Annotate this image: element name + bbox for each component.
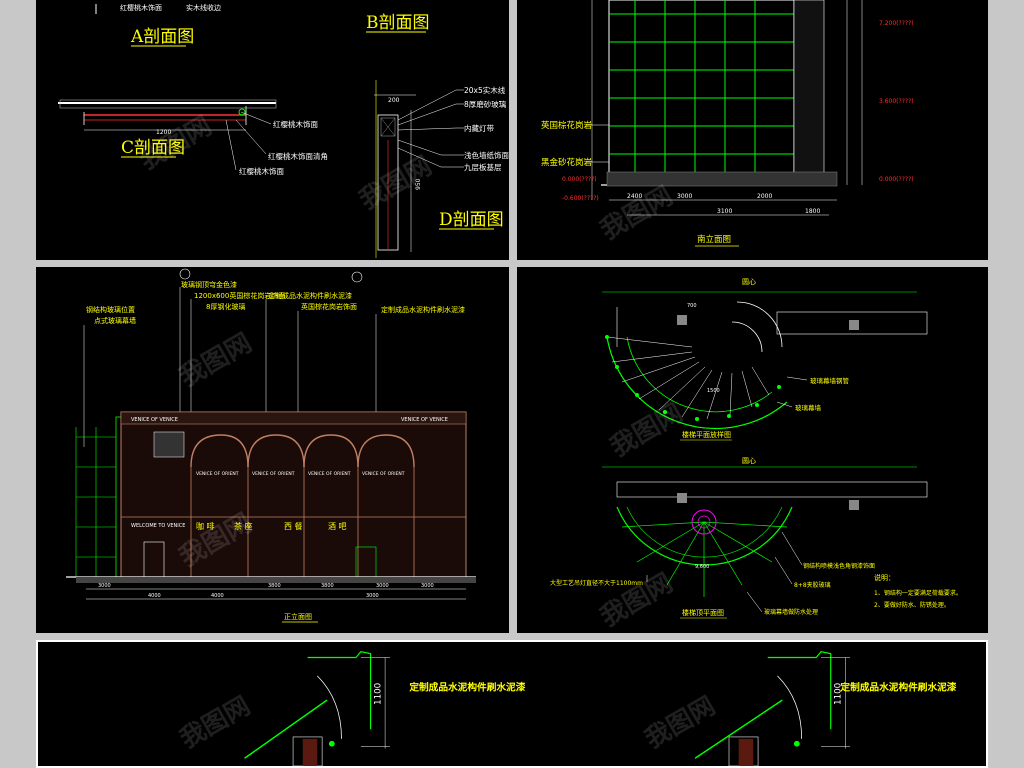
sections-drawing: 红樱桃木饰面 实木线收边 A剖面图 B剖面图 1200 C剖面图 红樱桃木饰面 … [58, 3, 509, 258]
dim: 2400 [627, 193, 642, 200]
shop-sign-western: 西 餐 [284, 522, 303, 531]
section-c-title: C剖面图 [121, 138, 185, 158]
dim: 3800 [268, 583, 281, 589]
label-center-2: 圆心 [742, 457, 756, 465]
dim: 2000 [757, 193, 772, 200]
dim-9600: 9,600 [695, 564, 709, 570]
dim: 3000 [421, 583, 434, 589]
level-minus-600: -0.600(????) [562, 195, 599, 202]
sign-left: VENICE OF VENICE [131, 417, 178, 423]
section-d-title: D剖面图 [439, 210, 504, 230]
note-frosted-glass: 8厚磨砂玻璃 [464, 99, 507, 109]
note-top-cherry: 红樱桃木饰面 [120, 3, 162, 12]
dim: 3100 [717, 208, 732, 215]
note-steel-glass: 钢结构玻璃位置 [86, 305, 135, 314]
dim-1100-left: 1100 [373, 683, 383, 705]
panel-south-elevation: 2400 3000 2000 3100 1800 英国棕花岗岩 黑金砂花岗岩 7… [517, 0, 988, 260]
note-cherry-corner: 红樱桃木饰面清角 [268, 151, 328, 161]
explain-2: 2、要做好防水、防锈处理。 [874, 601, 950, 609]
dim-1100-right: 1100 [833, 683, 843, 705]
note-waterproof: 玻璃幕墙做防水处理 [764, 608, 818, 616]
note-glass-curtain: 玻璃幕墙 [795, 403, 822, 412]
dim: 4000 [211, 593, 224, 599]
note-top-wood-edge: 实木线收边 [186, 3, 221, 12]
arch-sign: VENICE OF ORIENT [252, 471, 295, 477]
note-cement-part-1: 定制成品水泥构件刷水泥漆 [268, 291, 352, 300]
dim: 3800 [321, 583, 334, 589]
note-ply-board: 九层板基层 [464, 162, 502, 172]
note-glass-pipe: 玻璃幕墙钢管 [810, 376, 850, 385]
note-chandelier: 大型工艺吊灯直径不大于1100mm [550, 579, 643, 587]
watermark: 我图网 [596, 568, 679, 633]
note-granite-facade: 英国棕花岗岩饰面 [301, 302, 357, 311]
shop-sign-bar: 酒 吧 [328, 522, 347, 531]
shop-sign-tea: 茶 座 [234, 521, 253, 531]
level-7200: 7.200(????) [879, 20, 914, 27]
dim-1500: 1500 [707, 388, 720, 394]
shop-sign-coffee: 咖 啡 [196, 521, 215, 531]
note-steel-paint: 钢结构喷模浅色角钢漆饰面 [803, 562, 875, 570]
watermark: 我图网 [640, 691, 720, 754]
south-elevation-title: 南立面图 [697, 234, 731, 245]
note-cement-part-2: 定制成品水泥构件刷水泥漆 [381, 305, 465, 314]
welcome-sign: WELCOME TO VENICE [131, 523, 185, 529]
watermark: 我图网 [596, 181, 679, 246]
sign-right: VENICE OF VENICE [401, 417, 448, 423]
watermark: 我图网 [135, 111, 218, 176]
dim: 3000 [677, 193, 692, 200]
label-center-1: 圆心 [742, 278, 756, 286]
arch-sign: VENICE OF ORIENT [308, 471, 351, 477]
note-cherry-1: 红樱桃木饰面 [273, 119, 318, 129]
dim-200: 200 [388, 97, 400, 104]
watermark: 我图网 [175, 691, 255, 754]
note-hidden-light: 内藏灯带 [464, 123, 494, 133]
panel-sections-abcd: 红樱桃木饰面 实木线收边 A剖面图 B剖面图 1200 C剖面图 红樱桃木饰面 … [36, 0, 509, 260]
front-elevation-title: 正立面图 [284, 612, 312, 621]
note-point-glass-wall: 点式玻璃幕墙 [94, 316, 136, 325]
note-granite-1200x600: 1200x600英国棕花岗岩饰面 [194, 291, 285, 300]
panel-bottom-details: 1100 定制成品水泥构件刷水泥漆 1100 定制成品水泥构件刷水泥漆 我图网 … [36, 640, 988, 768]
dim-700: 700 [687, 303, 697, 309]
panel-front-elevation: 玻璃钢顶穹金色漆 1200x600英国棕花岗岩饰面 8厚钢化玻璃 定制成品水泥构… [36, 267, 509, 633]
note-cement-left: 定制成品水泥构件刷水泥漆 [409, 680, 525, 693]
stair-plans-drawing: 圆心 玻璃幕墙钢管 玻璃幕墙 700 1500 楼梯平面放样图 圆心 钢结构喷模… [550, 278, 962, 633]
note-cement-right: 定制成品水泥构件刷水泥漆 [840, 680, 956, 693]
south-elevation-drawing: 2400 3000 2000 3100 1800 英国棕花岗岩 黑金砂花岗岩 7… [541, 0, 914, 247]
dim: 3000 [376, 583, 389, 589]
level-3600: 3.600(????) [879, 98, 914, 105]
watermark: 我图网 [355, 151, 438, 216]
note-cherry-2: 红樱桃木饰面 [239, 166, 284, 176]
stair-plan-title: 楼梯平面放样图 [682, 430, 731, 439]
note-tempered-glass: 8厚钢化玻璃 [206, 302, 245, 311]
level-0000-left: 0.000(????) [562, 176, 597, 183]
bottom-details-drawing: 1100 定制成品水泥构件刷水泥漆 1100 定制成品水泥构件刷水泥漆 我图网 … [175, 651, 957, 766]
explain-1: 1、钢结构一定要满足荷载要求。 [874, 589, 962, 597]
dim: 3000 [366, 593, 379, 599]
section-a-title: A剖面图 [130, 27, 194, 47]
note-wallpaper: 浅色墙纸饰面 [464, 150, 509, 160]
watermark: 我图网 [606, 398, 689, 463]
label-black-gold-granite: 黑金砂花岗岩 [541, 157, 593, 168]
dim: 1800 [805, 208, 820, 215]
front-elevation-drawing: 玻璃钢顶穹金色漆 1200x600英国棕花岗岩饰面 8厚钢化玻璃 定制成品水泥构… [66, 268, 476, 623]
note-wood-line: 20x5实木线 [464, 85, 506, 95]
arch-sign: VENICE OF ORIENT [362, 471, 405, 477]
watermark: 我图网 [175, 328, 258, 393]
explain-title: 说明： [874, 573, 895, 582]
dim: 4000 [148, 593, 161, 599]
label-uk-brown-granite: 英国棕花岗岩 [541, 120, 593, 131]
panel-stair-plans: 圆心 玻璃幕墙钢管 玻璃幕墙 700 1500 楼梯平面放样图 圆心 钢结构喷模… [517, 267, 988, 633]
dim-1200: 1200 [156, 129, 171, 136]
note-dome-gold: 玻璃钢顶穹金色漆 [181, 280, 237, 289]
level-0000-right: 0.000(????) [879, 176, 914, 183]
note-laminated-glass: 8+8夹胶玻璃 [794, 581, 831, 589]
dim-950: 950 [415, 178, 422, 190]
section-b-title: B剖面图 [366, 13, 430, 33]
arch-sign: VENICE OF ORIENT [196, 471, 239, 477]
dim: 3000 [98, 583, 111, 589]
stair-roof-plan-title: 楼梯顶平面图 [682, 608, 724, 617]
